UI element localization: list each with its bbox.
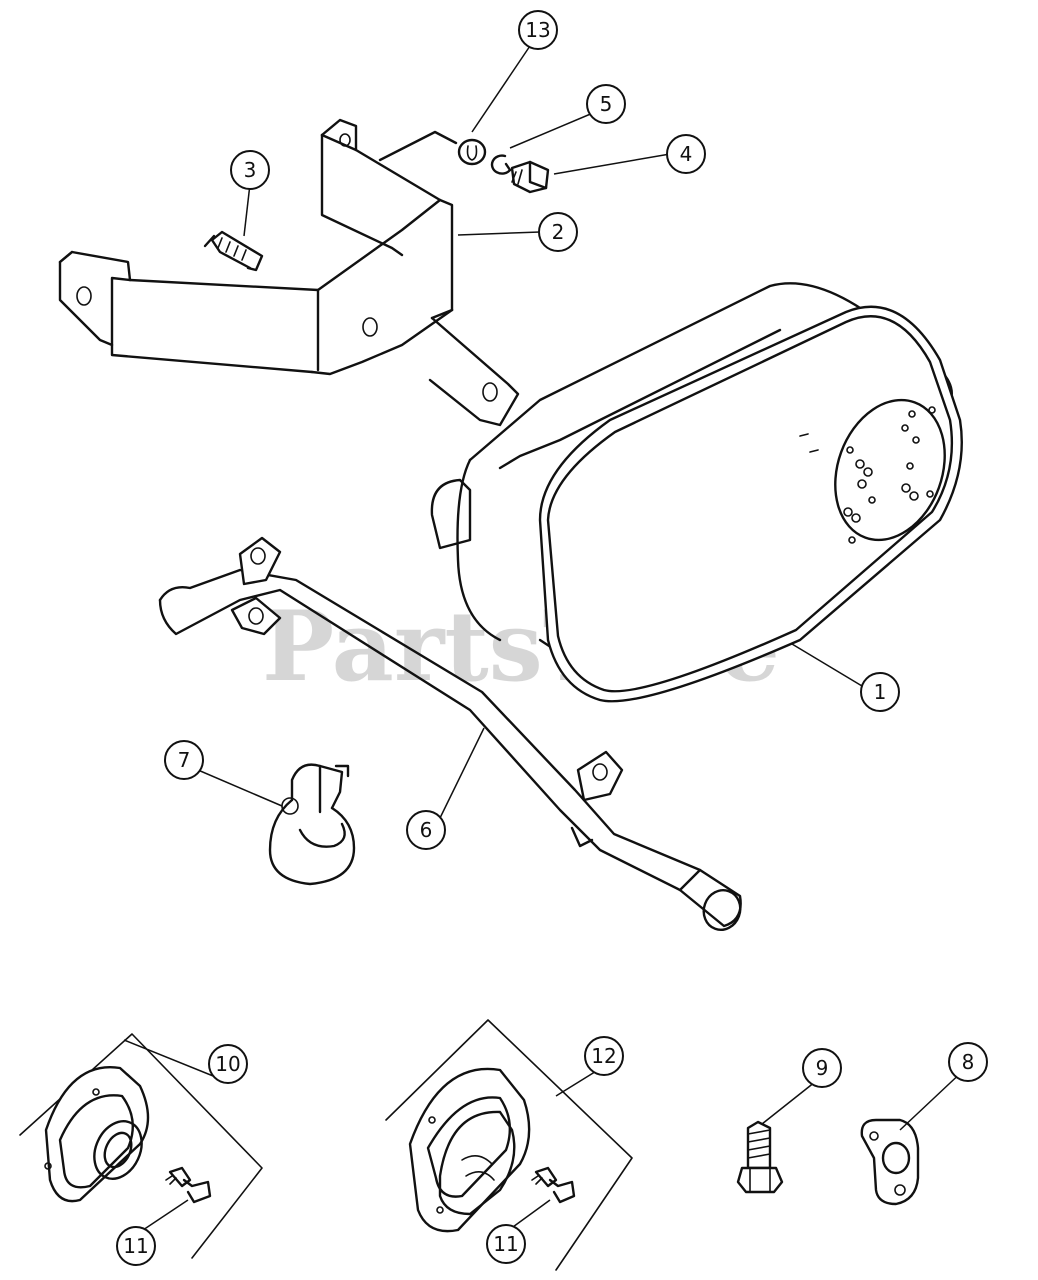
callout-5: 5 <box>586 84 626 124</box>
callout-8: 8 <box>948 1042 988 1082</box>
svg-text:6: 6 <box>420 818 433 842</box>
muffler <box>430 282 963 703</box>
callout-7: 7 <box>164 740 204 780</box>
svg-text:1: 1 <box>874 680 887 704</box>
exhaust-pipe <box>158 536 742 931</box>
callout-6: 6 <box>406 810 446 850</box>
stud <box>203 230 264 272</box>
callout-13: 13 <box>518 10 558 50</box>
callout-3: 3 <box>230 150 270 190</box>
svg-text:11: 11 <box>493 1232 518 1256</box>
callout-9: 9 <box>802 1048 842 1088</box>
svg-text:11: 11 <box>123 1234 148 1258</box>
svg-text:7: 7 <box>178 748 191 772</box>
group-12-muffler-cap <box>385 1019 633 1271</box>
svg-text:9: 9 <box>816 1056 829 1080</box>
svg-text:2: 2 <box>552 220 565 244</box>
callout-11-left: 11 <box>116 1226 156 1266</box>
callout-4: 4 <box>666 134 706 174</box>
flat-washer <box>457 138 487 166</box>
leader-lines <box>123 39 967 1233</box>
muffler-bracket <box>58 118 520 427</box>
pipe-clamp <box>268 763 356 886</box>
callout-12: 12 <box>584 1036 624 1076</box>
svg-text:5: 5 <box>600 92 613 116</box>
self-tapping-screw-left <box>165 1166 212 1204</box>
callout-2: 2 <box>538 212 578 252</box>
svg-text:10: 10 <box>215 1052 240 1076</box>
svg-text:8: 8 <box>962 1050 975 1074</box>
hex-bolt-long <box>736 1120 784 1194</box>
bracket-line <box>378 130 458 162</box>
svg-text:13: 13 <box>525 18 550 42</box>
lock-washer <box>490 154 512 175</box>
hex-bolt-small <box>510 160 550 194</box>
self-tapping-screw-right <box>531 1166 576 1204</box>
callout-11-right: 11 <box>486 1224 526 1264</box>
callout-10: 10 <box>208 1044 248 1084</box>
svg-text:4: 4 <box>680 142 693 166</box>
callout-1: 1 <box>860 672 900 712</box>
gasket <box>860 1118 920 1206</box>
group-10-spark-arrestor <box>19 1033 263 1259</box>
svg-text:3: 3 <box>244 158 257 182</box>
svg-text:12: 12 <box>591 1044 616 1068</box>
